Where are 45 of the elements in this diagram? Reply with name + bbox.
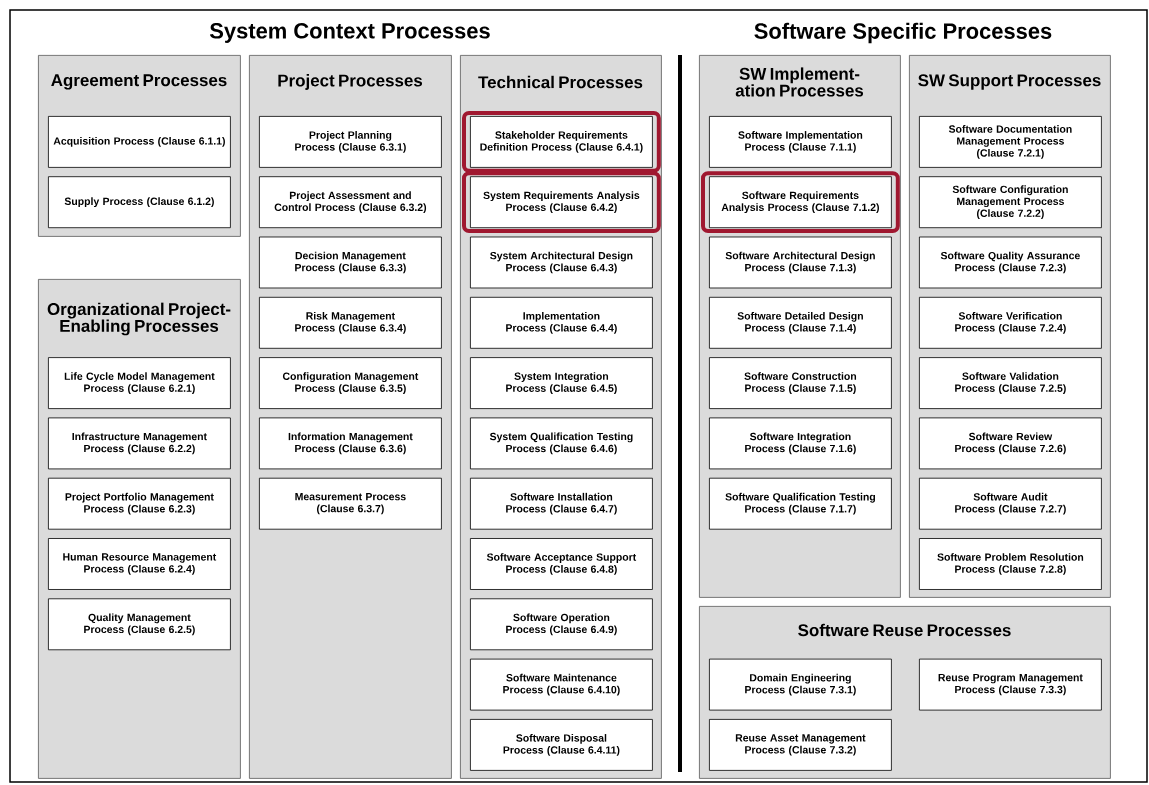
process-box: Software Review Process (Clause 7.2.6) [919,417,1102,470]
process-box: Software Acceptance Support Process (Clause 6.4.8) [470,538,653,590]
process-box: Software Architectural Design Process (Clause 7.1.3) [709,236,892,289]
process-box: Software Problem Resolution Process (Clause 7.2.8) [919,538,1102,590]
process-box: Reuse Program Management Process (Clause 7.3.3) [919,658,1102,711]
process-box: Information Management Process (Clause 6.3.6) [259,417,442,470]
process-box: Software Qualification Testing Process (Clause 7.1.7) [709,477,892,530]
process-box: Project Portfolio Management Process (Clause 6.2.3) [48,477,231,530]
process-box: System Integration Process (Clause 6.4.5) [470,357,653,409]
process-box: Software Verification Process (Clause 7.2.4) [919,296,1102,349]
process-box: Software Documentation Management Process (Clause 7.2.1) [919,116,1102,168]
process-box: Configuration Management Process (Clause 6.3.5) [259,357,442,409]
process-box: Software Requirements Analysis Process (Clause 7.1.2) [709,176,892,229]
process-box: System Qualification Testing Process (Clause 6.4.6) [470,417,653,470]
process-box: Acquisition Process (Clause 6.1.1) [48,116,231,168]
process-box: Domain Engineering Process (Clause 7.3.1) [709,658,892,711]
process-box: Software Disposal Process (Clause 6.4.11) [470,719,653,771]
process-box: Quality Management Process (Clause 6.2.5) [48,598,231,651]
process-box: Software Quality Assurance Process (Clause 7.2.3) [919,236,1102,289]
process-box: Software Installation Process (Clause 6.4.7) [470,477,653,530]
process-box: Software Construction Process (Clause 7.1.5) [709,357,892,409]
process-box: Implementation Process (Clause 6.4.4) [470,296,653,349]
process-box: Risk Management Process (Clause 6.3.4) [259,296,442,349]
process-box: Reuse Asset Management Process (Clause 7.3.2) [709,719,892,771]
process-box: Software Maintenance Process (Clause 6.4.10) [470,658,653,711]
process-box: Life Cycle Model Management Process (Clause 6.2.1) [48,357,231,409]
process-box: Software Integration Process (Clause 7.1.6) [709,417,892,470]
process-box: Software Audit Process (Clause 7.2.7) [919,477,1102,530]
process-box: Software Validation Process (Clause 7.2.5) [919,357,1102,409]
process-box: Infrastructure Management Process (Clause 6.2.2) [48,417,231,470]
process-box: Stakeholder Requirements Definition Process (Clause 6.4.1) [470,116,653,168]
section-heading: Software Specific Processes [754,22,1052,44]
section-heading: System Context Processes [209,23,490,43]
process-box: System Requirements Analysis Process (Clause 6.4.2) [470,176,653,229]
process-box: Human Resource Management Process (Clause 6.2.4) [48,538,231,590]
process-box: Measurement Process (Clause 6.3.7) [259,477,442,530]
process-box: Software Operation Process (Clause 6.4.9) [470,598,653,651]
process-box: Project Planning Process (Clause 6.3.1) [259,116,442,168]
process-box: Supply Process (Clause 6.1.2) [48,176,231,229]
process-box: System Architectural Design Process (Clause 6.4.3) [470,236,653,289]
process-box: Project Assessment and Control Process (Clause 6.3.2) [259,176,442,229]
process-box: Software Detailed Design Process (Clause 7.1.4) [709,296,892,349]
process-box: Software Implementation Process (Clause 7.1.1) [709,116,892,168]
process-box: Decision Management Process (Clause 6.3.3) [259,236,442,289]
process-box: Software Configuration Management Process (Clause 7.2.2) [919,176,1102,229]
